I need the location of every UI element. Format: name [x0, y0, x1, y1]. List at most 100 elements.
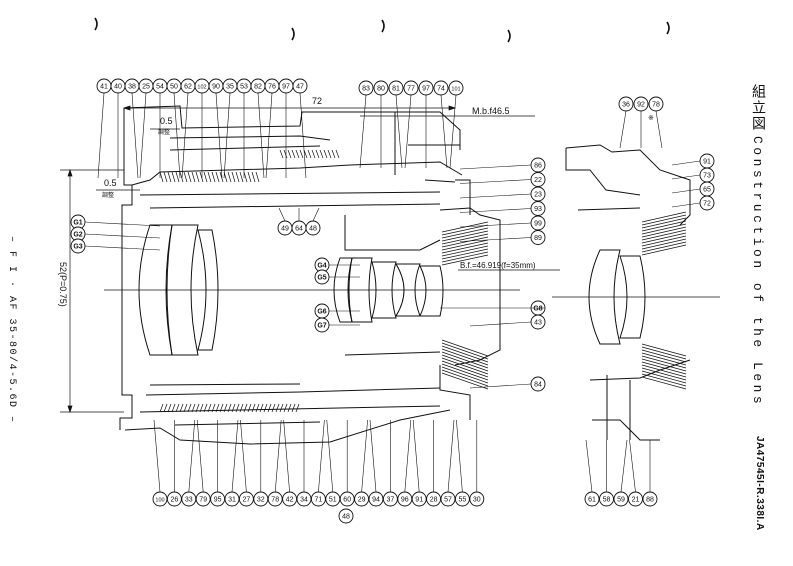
- svg-text:49: 49: [281, 226, 289, 233]
- callout-94: 94: [368, 419, 384, 507]
- callout-54: 54: [152, 78, 168, 178]
- callout-42: 42: [282, 419, 298, 507]
- callout-49: 49: [277, 207, 293, 236]
- dimension-0-5-top-note: 調整: [158, 128, 170, 136]
- callout-100: 100: [152, 419, 168, 507]
- svg-text:G1: G1: [73, 220, 82, 227]
- callout-102: 102: [194, 78, 210, 178]
- callout-25: 25: [138, 78, 154, 179]
- svg-text:57: 57: [444, 497, 452, 504]
- svg-text:72: 72: [703, 201, 711, 208]
- callout-32: 32: [253, 420, 269, 507]
- callout-78: 78: [648, 96, 664, 149]
- svg-text:62: 62: [184, 84, 192, 91]
- svg-text:35: 35: [226, 84, 234, 91]
- lens-group-g7: G7: [314, 317, 360, 333]
- callout-101: 101: [448, 80, 464, 169]
- callout-36: 36: [618, 96, 634, 149]
- callout-81: 81: [388, 80, 404, 169]
- callout-60: 60: [339, 420, 355, 507]
- callout-78: 78: [267, 419, 283, 507]
- svg-text:91: 91: [703, 159, 711, 166]
- callout-38: 38: [124, 78, 140, 179]
- svg-text:29: 29: [358, 497, 366, 504]
- callout-84: 84: [469, 376, 546, 392]
- svg-text:37: 37: [387, 497, 395, 504]
- svg-text:60: 60: [343, 497, 351, 504]
- svg-text:33: 33: [185, 497, 193, 504]
- callout-47: 47: [292, 78, 308, 179]
- callout-80: 80: [373, 80, 389, 168]
- svg-text:73: 73: [703, 173, 711, 180]
- svg-text:78: 78: [652, 102, 660, 109]
- callout-93: 93: [459, 201, 546, 216]
- svg-text:97: 97: [282, 84, 290, 91]
- callout-88: 88: [642, 440, 658, 507]
- svg-text:58: 58: [603, 497, 611, 504]
- callout-74: 74: [433, 80, 449, 169]
- svg-text:95: 95: [214, 497, 222, 504]
- svg-text:55: 55: [459, 497, 467, 504]
- svg-text:102: 102: [197, 85, 206, 91]
- callout-95: 95: [210, 420, 226, 507]
- callout-34: 34: [296, 420, 312, 507]
- callout-bottom-under: 48: [338, 508, 354, 524]
- svg-text:31: 31: [228, 497, 236, 504]
- lens-group-g1: G1: [70, 214, 161, 230]
- svg-text:26: 26: [171, 497, 179, 504]
- callout-30: 30: [469, 420, 485, 507]
- callout-92: 92: [633, 96, 649, 148]
- svg-text:80: 80: [377, 86, 385, 93]
- callout-65: 65: [671, 181, 715, 197]
- title-japanese: 組立図: [750, 84, 766, 132]
- callout-62: 62: [180, 78, 196, 179]
- svg-text:G2: G2: [73, 232, 82, 239]
- callout-31: 31: [224, 419, 240, 507]
- right-view-note: ※: [648, 115, 654, 122]
- svg-text:100: 100: [155, 498, 164, 504]
- svg-text:40: 40: [114, 84, 122, 91]
- svg-text:G6: G6: [317, 309, 326, 316]
- lens-group-g3: G3: [70, 238, 161, 254]
- svg-text:53: 53: [240, 84, 248, 91]
- callout-27: 27: [238, 419, 254, 507]
- svg-text:90: 90: [212, 84, 220, 91]
- lens-group-g5: G5: [314, 269, 360, 285]
- svg-text:G3: G3: [73, 244, 82, 251]
- svg-text:83: 83: [362, 86, 370, 93]
- svg-text:27: 27: [243, 497, 251, 504]
- callout-71: 71: [310, 419, 326, 507]
- svg-text:41: 41: [100, 84, 108, 91]
- model-label: – F I · AF 35-80/4-5.6D –: [6, 236, 17, 424]
- svg-text:97: 97: [422, 86, 430, 93]
- callout-89: 89: [459, 230, 546, 245]
- lens-group-g8: G8: [440, 300, 546, 316]
- callout-33: 33: [181, 419, 197, 507]
- svg-text:88: 88: [646, 497, 654, 504]
- svg-text:G5: G5: [317, 275, 326, 282]
- svg-text:79: 79: [199, 497, 207, 504]
- callout-90: 90: [208, 78, 224, 179]
- callout-96: 96: [397, 419, 413, 507]
- svg-text:30: 30: [473, 497, 481, 504]
- svg-text:61: 61: [588, 497, 596, 504]
- title-english: Construction of the Lens: [750, 136, 765, 408]
- callout-97: 97: [278, 78, 294, 178]
- svg-text:59: 59: [617, 497, 625, 504]
- callout-76: 76: [264, 78, 280, 179]
- svg-text:36: 36: [622, 102, 630, 109]
- callout-35: 35: [222, 78, 238, 179]
- callout-26: 26: [166, 420, 182, 507]
- callout-61: 61: [584, 439, 600, 507]
- callout-29: 29: [354, 419, 370, 507]
- callout-28: 28: [426, 420, 442, 507]
- callout-58: 58: [599, 440, 614, 507]
- dimension-0-5-left-note: 調整: [102, 191, 114, 199]
- callout-83: 83: [358, 80, 374, 169]
- callout-79: 79: [195, 419, 211, 507]
- callout-77: 77: [403, 80, 419, 169]
- callout-37: 37: [382, 420, 398, 507]
- svg-text:78: 78: [271, 497, 279, 504]
- svg-text:38: 38: [128, 84, 136, 91]
